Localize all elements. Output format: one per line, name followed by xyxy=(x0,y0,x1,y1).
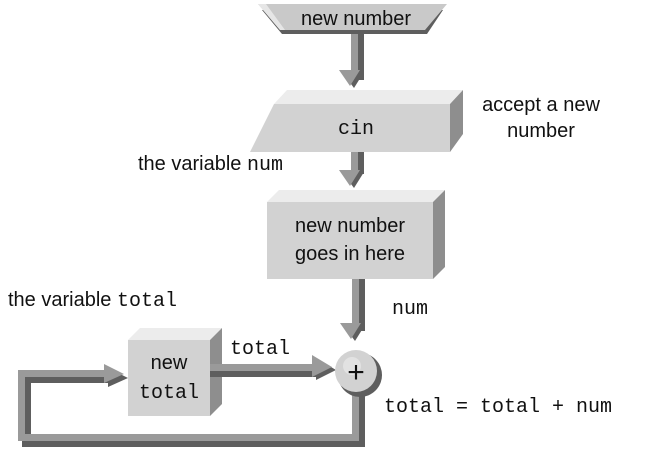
total-variable-caption: the variable total xyxy=(8,289,177,313)
adder-node xyxy=(335,350,382,397)
total-box xyxy=(128,328,222,416)
num-variable-name: num xyxy=(247,154,283,177)
num-box-line1: new number xyxy=(295,215,405,237)
input-label: new number xyxy=(301,8,411,30)
total-box-line2: total xyxy=(139,382,199,405)
cin-shape xyxy=(250,90,463,152)
total-flow-label: total xyxy=(230,338,290,361)
num-flow-label: num xyxy=(392,298,428,321)
num-box xyxy=(267,190,445,279)
num-box-line2: goes in here xyxy=(295,243,405,265)
arrow-input-to-cin xyxy=(339,34,364,88)
arrow-num-to-adder xyxy=(340,279,365,341)
num-variable-prefix: the variable xyxy=(138,153,247,175)
total-box-line1: new xyxy=(151,352,188,374)
arrow-total-to-adder xyxy=(210,355,336,380)
feedback-loop xyxy=(18,364,365,447)
cin-note-line2: number xyxy=(507,120,575,142)
cin-note-line1: accept a new xyxy=(482,94,600,116)
arrow-cin-to-num xyxy=(339,152,364,188)
total-variable-name: total xyxy=(117,290,177,313)
input-shape xyxy=(258,4,447,34)
total-variable-prefix: the variable xyxy=(8,289,117,311)
adder-symbol: + xyxy=(347,356,365,389)
cin-label: cin xyxy=(338,118,374,141)
equation-label: total = total + num xyxy=(384,396,612,419)
num-variable-caption: the variable num xyxy=(138,153,283,177)
